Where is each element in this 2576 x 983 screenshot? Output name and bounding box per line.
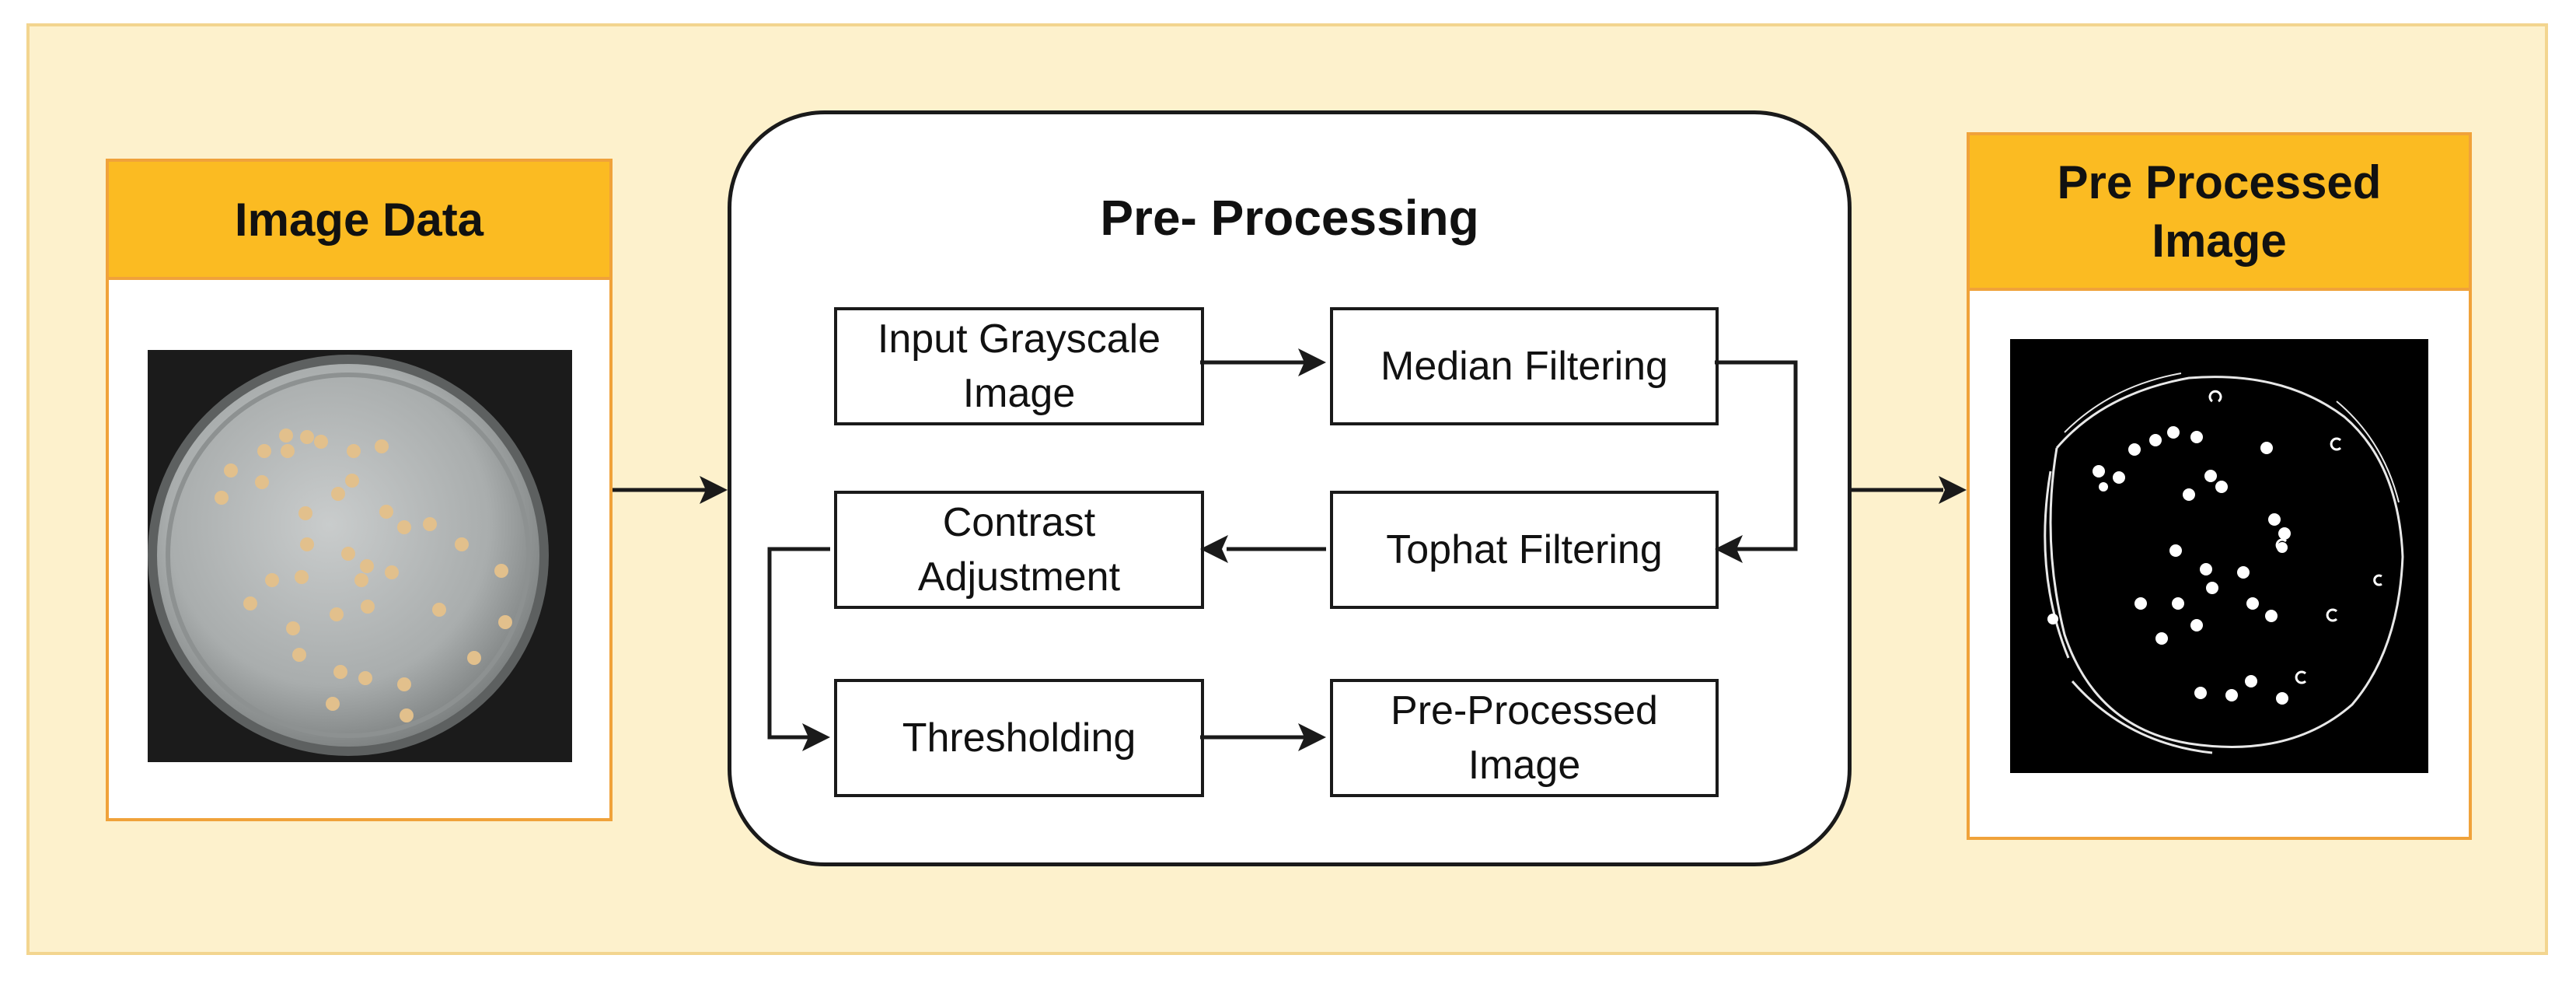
image-data-title: Image Data [234,193,484,246]
image-data-card: Image Data [106,159,613,821]
binary-result-photo [2010,339,2428,773]
pre-processed-image-title: Pre Processed Image [2057,156,2382,267]
image-data-header: Image Data [109,162,609,280]
arrow-median-to-tophat [1715,360,1798,551]
step-thresholding: Thresholding [834,679,1204,797]
pre-processing-panel: Pre- Processing Input Grayscale Image Me… [728,110,1852,866]
step-pre-processed-image: Pre-Processed Image [1330,679,1719,797]
arrow-contrast-to-thresholding [767,547,830,740]
step-input-grayscale-image: Input Grayscale Image [834,307,1204,425]
petri-dish-photo [148,350,572,762]
pre-processing-title: Pre- Processing [1100,190,1479,246]
step-median-filtering: Median Filtering [1330,307,1719,425]
step-contrast-adjustment: Contrast Adjustment [834,491,1204,609]
pre-processed-image-header: Pre Processed Image [1970,135,2469,291]
step-tophat-filtering: Tophat Filtering [1330,491,1719,609]
pre-processed-image-card: Pre Processed Image [1967,132,2472,840]
